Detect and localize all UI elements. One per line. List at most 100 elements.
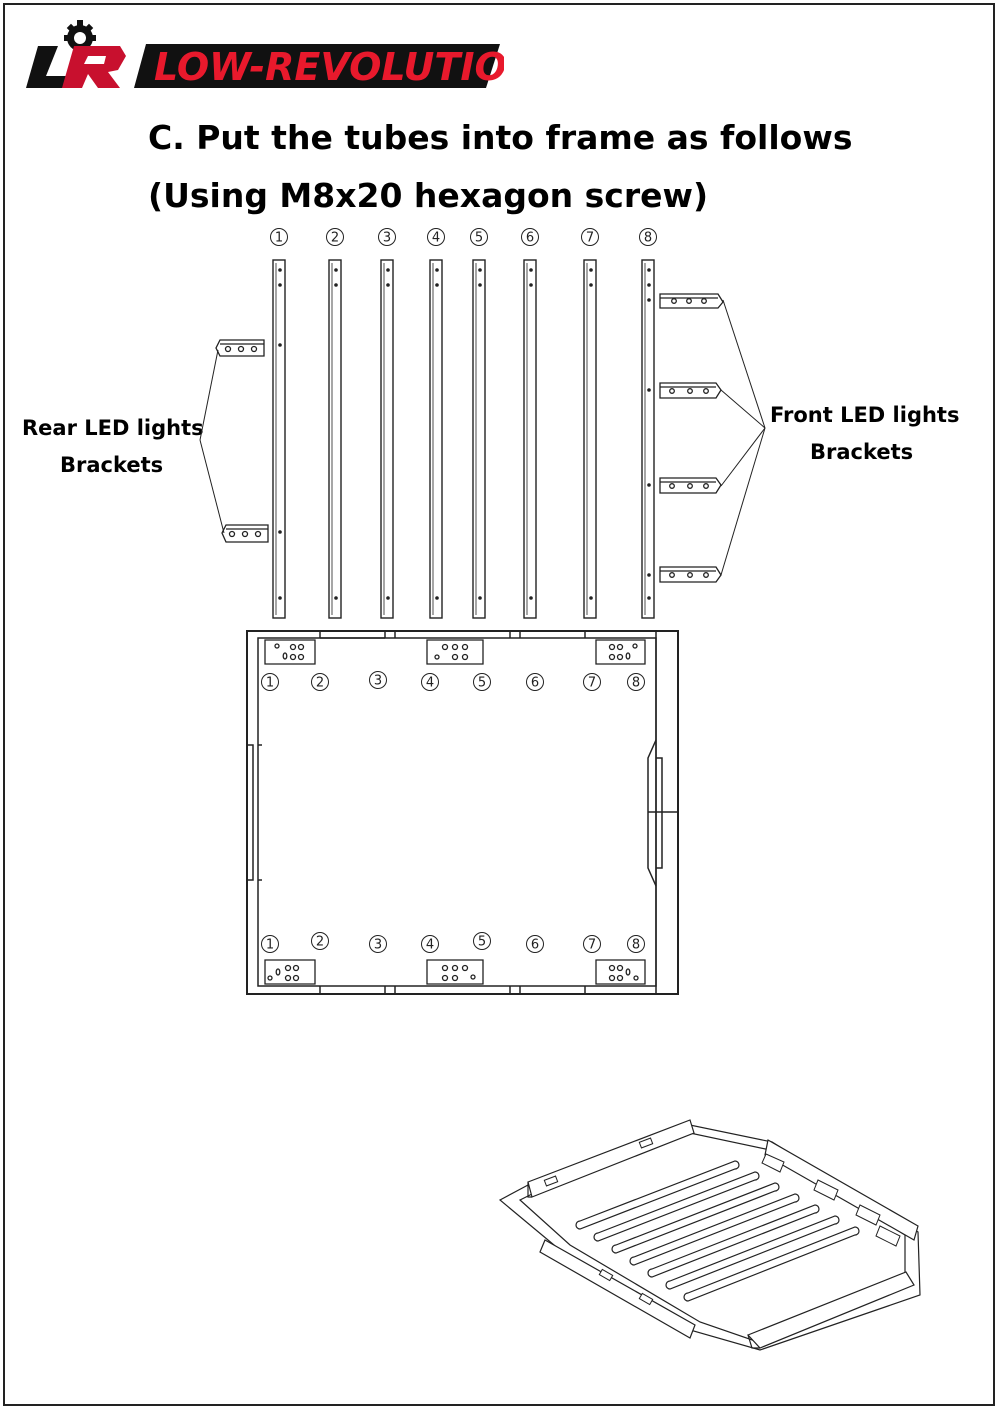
frame-number-bottom-8: 8 [627, 935, 645, 953]
rear-leader-lines [199, 349, 225, 534]
gear-icon [64, 20, 96, 51]
svg-text:5: 5 [478, 676, 486, 691]
plate-top-left [264, 639, 316, 665]
rear-brackets [215, 339, 269, 543]
brand-name: LOW-REVOLUTION [154, 45, 504, 89]
frame-number-bottom-1: 1 [261, 935, 279, 953]
isometric-tube-7 [683, 1226, 860, 1302]
svg-text:1: 1 [275, 231, 283, 246]
tube-number-top-2: 2 [326, 228, 344, 246]
heading-line1: C. Put the tubes into frame as follows [148, 118, 853, 157]
rear-label-line2: Brackets [60, 453, 164, 477]
isometric-tube-4 [629, 1193, 800, 1266]
front-bracket-2 [659, 382, 722, 399]
tube-6 [523, 259, 537, 619]
svg-text:6: 6 [526, 231, 534, 246]
svg-text:4: 4 [426, 938, 434, 953]
tube-8 [641, 259, 655, 619]
tube-number-row-top: 1 2 3 4 5 6 7 8 [270, 228, 657, 246]
svg-text:1: 1 [266, 938, 274, 953]
frame-number-bottom-6: 6 [526, 935, 544, 953]
frame-number-top-5: 5 [473, 673, 491, 691]
frame-number-bottom-7: 7 [583, 935, 601, 953]
svg-text:7: 7 [588, 938, 596, 953]
svg-text:5: 5 [478, 935, 486, 950]
svg-text:3: 3 [374, 938, 382, 953]
plate-bottom-right [595, 959, 646, 985]
front-bracket-4 [659, 566, 722, 583]
tube-set [272, 259, 655, 619]
tube-number-top-5: 5 [470, 228, 488, 246]
svg-text:7: 7 [586, 231, 594, 246]
isometric-tube-6 [665, 1215, 840, 1290]
front-leader-lines [720, 299, 766, 576]
frame-number-top-1: 1 [261, 673, 279, 691]
brand-banner [134, 44, 500, 88]
front-label-line1: Front LED lights [770, 403, 960, 427]
front-brackets [659, 293, 724, 583]
isometric-tube-3 [611, 1182, 780, 1254]
rear-bracket-bottom [221, 524, 269, 543]
svg-text:2: 2 [331, 231, 339, 246]
frame-mount-plates [264, 639, 646, 985]
frame-number-bottom-3: 3 [369, 935, 387, 953]
tube-number-row-frame-top: 1 2 3 4 5 6 7 8 [261, 671, 645, 691]
tube-7 [583, 259, 597, 619]
plate-top-center [426, 639, 484, 665]
svg-text:5: 5 [475, 231, 483, 246]
svg-text:2: 2 [316, 935, 324, 950]
lr-mark [26, 46, 126, 88]
brand-logo: LOW-REVOLUTION [26, 20, 504, 89]
isometric-tube-2 [593, 1171, 760, 1242]
plate-top-right [595, 639, 646, 665]
frame-number-bottom-5: 5 [473, 932, 491, 950]
isometric-assembly [498, 1119, 921, 1351]
frame-top-view [246, 630, 679, 995]
svg-text:2: 2 [316, 676, 324, 691]
svg-text:4: 4 [426, 676, 434, 691]
page-border [3, 3, 995, 1406]
frame-number-top-6: 6 [526, 673, 544, 691]
tube-1 [272, 259, 286, 619]
frame-number-top-4: 4 [421, 673, 439, 691]
svg-text:3: 3 [383, 231, 391, 246]
heading-line2: (Using M8x20 hexagon screw) [148, 176, 709, 215]
plate-bottom-center [426, 959, 484, 985]
front-bracket-1 [659, 293, 724, 309]
frame-number-top-2: 2 [311, 673, 329, 691]
isometric-tubes [575, 1160, 860, 1302]
frame-number-bottom-4: 4 [421, 935, 439, 953]
plate-bottom-left [264, 959, 316, 985]
tube-number-top-3: 3 [378, 228, 396, 246]
tube-number-top-7: 7 [581, 228, 599, 246]
svg-text:6: 6 [531, 676, 539, 691]
tube-number-top-8: 8 [639, 228, 657, 246]
frame-number-bottom-2: 2 [311, 932, 329, 950]
front-label-line2: Brackets [810, 440, 914, 464]
svg-text:6: 6 [531, 938, 539, 953]
frame-number-top-3: 3 [369, 671, 387, 689]
svg-text:8: 8 [632, 938, 640, 953]
tube-3 [380, 259, 394, 619]
front-bracket-3 [659, 477, 722, 494]
tube-number-top-4: 4 [427, 228, 445, 246]
tube-2 [328, 259, 342, 619]
isometric-tube-1 [575, 1160, 740, 1230]
svg-text:1: 1 [266, 676, 274, 691]
tube-number-row-frame-bottom: 1 2 3 4 5 6 7 8 [261, 932, 645, 953]
rear-bracket-top [215, 339, 265, 357]
svg-text:8: 8 [632, 676, 640, 691]
tube-number-top-6: 6 [521, 228, 539, 246]
svg-text:7: 7 [588, 676, 596, 691]
tube-4 [429, 259, 443, 619]
tube-number-top-1: 1 [270, 228, 288, 246]
rear-label-line1: Rear LED lights [22, 416, 204, 440]
frame-number-top-8: 8 [627, 673, 645, 691]
tube-5 [472, 259, 486, 619]
svg-text:3: 3 [374, 674, 382, 689]
frame-number-top-7: 7 [583, 673, 601, 691]
svg-text:8: 8 [644, 231, 652, 246]
isometric-tube-5 [647, 1204, 820, 1278]
svg-text:4: 4 [432, 231, 440, 246]
